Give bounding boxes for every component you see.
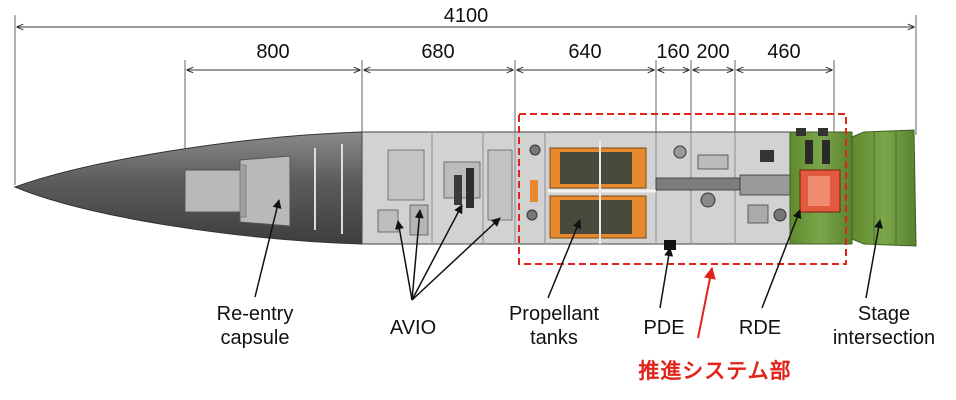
label-stage-line1: Stage	[857, 303, 911, 325]
dim-rde: 460	[767, 41, 800, 63]
dimension-lines	[14, 15, 917, 185]
dim-gap: 200	[696, 41, 729, 63]
label-propellant-line2: tanks	[530, 327, 578, 349]
propulsion-system-outline	[518, 113, 847, 265]
dim-pde: 160	[656, 41, 689, 63]
dim-avio: 680	[421, 41, 454, 63]
label-propulsion-system: 推進システム部	[638, 360, 792, 383]
stage-intersection	[851, 129, 917, 247]
label-avio: AVIO	[389, 317, 437, 339]
label-stage-intersection: Stage intersection	[822, 302, 946, 350]
label-stage-line2: intersection	[832, 327, 936, 349]
label-reentry-line2: capsule	[220, 327, 290, 349]
rocket-body	[13, 128, 917, 250]
dim-reentry: 800	[256, 41, 289, 63]
label-propellant-tanks: Propellant tanks	[490, 302, 618, 350]
dim-total: 4100	[444, 5, 489, 27]
label-propellant-line1: Propellant	[508, 303, 600, 325]
label-reentry-capsule: Re-entry capsule	[196, 302, 314, 350]
pde-unit	[655, 145, 747, 250]
dim-propellant: 640	[568, 41, 601, 63]
label-rde: RDE	[738, 317, 782, 339]
rde-unit	[739, 150, 793, 224]
avio-units	[377, 149, 513, 236]
leader-arrows	[254, 199, 883, 309]
label-reentry-line1: Re-entry	[216, 303, 294, 325]
propellant-tanks	[526, 140, 656, 244]
label-pde: PDE	[643, 317, 685, 339]
propulsion-pointer	[697, 266, 716, 339]
